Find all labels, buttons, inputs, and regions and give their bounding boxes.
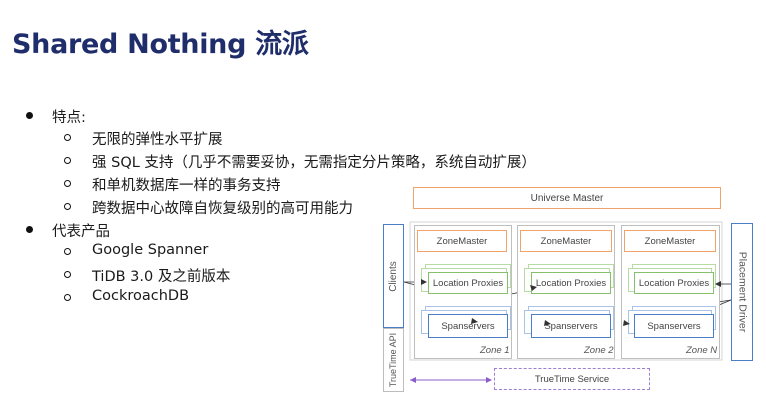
zone-2-zonemaster: ZoneMaster bbox=[520, 230, 612, 252]
location-proxies-label: Location Proxies bbox=[432, 277, 504, 289]
bullet-marker bbox=[26, 112, 33, 119]
location-proxies-label: Location Proxies bbox=[638, 277, 710, 289]
sub-bullet-marker bbox=[64, 203, 71, 210]
sub-bullet-marker bbox=[64, 271, 71, 278]
zone-1-zonemaster: ZoneMaster bbox=[417, 230, 507, 252]
product-item: CockroachDB bbox=[92, 288, 190, 304]
zonemaster-label: ZoneMaster bbox=[540, 235, 592, 247]
placement-driver-box: Placement Driver bbox=[731, 223, 753, 361]
clients-box: Clients bbox=[383, 224, 404, 328]
location-proxies-label: Location Proxies bbox=[535, 277, 607, 289]
zone-2-location-proxies: Location Proxies bbox=[531, 272, 611, 294]
sub-bullet-marker bbox=[64, 248, 71, 255]
zone-1-label: Zone 1 bbox=[480, 345, 510, 356]
zone-n-zonemaster: ZoneMaster bbox=[624, 230, 716, 252]
product-item: Google Spanner bbox=[92, 242, 209, 258]
bullet-features-label: 特点: bbox=[52, 110, 86, 126]
truetime-service-box: TrueTime Service bbox=[494, 368, 650, 390]
sub-bullet-marker bbox=[64, 180, 71, 187]
zone-n-label: Zone N bbox=[686, 345, 718, 356]
zone-2-spanservers: Spanservers bbox=[531, 314, 611, 338]
universe-master-box: Universe Master bbox=[413, 187, 721, 209]
zone-2-label: Zone 2 bbox=[584, 345, 614, 356]
zone-n-spanservers: Spanservers bbox=[634, 314, 714, 338]
feature-item: 无限的弹性水平扩展 bbox=[92, 132, 223, 148]
truetime-api-box: TrueTime API bbox=[383, 328, 404, 392]
universe-master-label: Universe Master bbox=[530, 192, 604, 204]
zone-1-spanservers: Spanservers bbox=[428, 314, 508, 338]
feature-item: 强 SQL 支持（几乎不需要妥协，无需指定分片策略，系统自动扩展） bbox=[92, 155, 536, 171]
spanservers-label: Spanservers bbox=[441, 320, 495, 332]
bullet-marker bbox=[26, 226, 33, 233]
spanservers-label: Spanservers bbox=[544, 320, 598, 332]
feature-item: 和单机数据库一样的事务支持 bbox=[92, 178, 281, 194]
truetime-service-label: TrueTime Service bbox=[534, 373, 610, 385]
zonemaster-label: ZoneMaster bbox=[644, 235, 696, 247]
page-title: Shared Nothing 流派 bbox=[12, 29, 309, 60]
sub-bullet-marker bbox=[64, 134, 71, 141]
zone-n-location-proxies: Location Proxies bbox=[634, 272, 714, 294]
sub-bullet-marker bbox=[64, 294, 71, 301]
zone-1-location-proxies: Location Proxies bbox=[428, 272, 508, 294]
sub-bullet-marker bbox=[64, 157, 71, 164]
product-item: TiDB 3.0 及之前版本 bbox=[92, 269, 231, 285]
zonemaster-label: ZoneMaster bbox=[436, 235, 488, 247]
bullet-products-label: 代表产品 bbox=[52, 224, 110, 240]
feature-item: 跨数据中心故障自恢复级别的高可用能力 bbox=[92, 201, 353, 217]
spanservers-label: Spanservers bbox=[647, 320, 701, 332]
